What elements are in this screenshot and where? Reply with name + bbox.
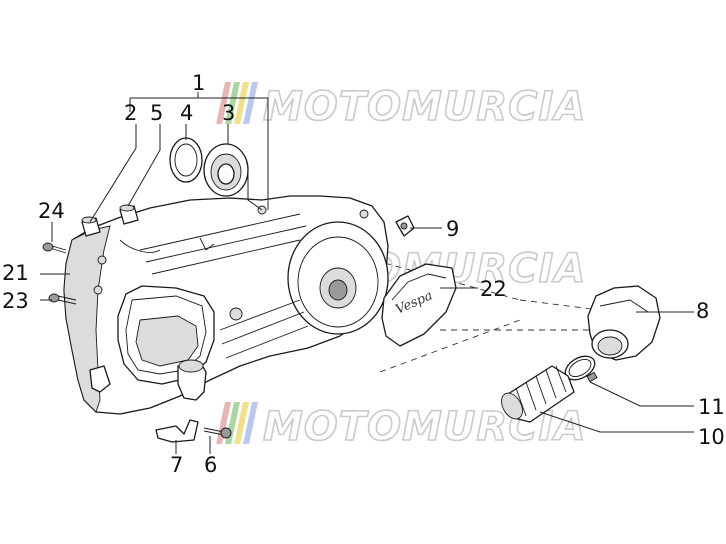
callout-6: 6: [204, 453, 217, 477]
part-5-dowel: [119, 204, 139, 225]
callout-labels: 1 2 3 4 5 6 7 8 9 10 11 21 22 23 24: [2, 71, 725, 477]
part-24-screw: [42, 242, 67, 254]
callout-11: 11: [698, 395, 725, 419]
callout-23: 23: [2, 289, 29, 313]
callout-22: 22: [480, 277, 507, 301]
watermark-top: MOTOMURCIA: [216, 82, 586, 131]
part-9-clip: [395, 215, 415, 237]
part-11-hose-clamp: [564, 355, 598, 383]
watermark-text: MOTOMURCIA: [263, 84, 586, 130]
callout-4: 4: [180, 101, 193, 125]
part-22-vespa-cover: Vespa: [381, 263, 457, 347]
part-3-bearing: [203, 143, 249, 197]
callout-10: 10: [698, 425, 725, 449]
callout-1: 1: [192, 71, 205, 95]
part-7-bracket: [155, 419, 199, 443]
callout-5: 5: [150, 101, 163, 125]
callout-9: 9: [446, 217, 459, 241]
callout-24: 24: [38, 199, 65, 223]
callout-3: 3: [222, 101, 235, 125]
leader-lines: [40, 92, 694, 454]
callout-7: 7: [170, 453, 183, 477]
callout-2: 2: [124, 101, 137, 125]
part-10-bellows-hose: [501, 365, 575, 423]
callout-21: 21: [2, 261, 29, 285]
part-4-snap-ring: [169, 137, 203, 183]
part-6-bolt: [203, 427, 232, 439]
part-8-intake-duct: [587, 285, 661, 361]
callout-8: 8: [696, 299, 709, 323]
crankcase-cover: [63, 195, 389, 415]
part-2-dowel: [81, 216, 101, 237]
